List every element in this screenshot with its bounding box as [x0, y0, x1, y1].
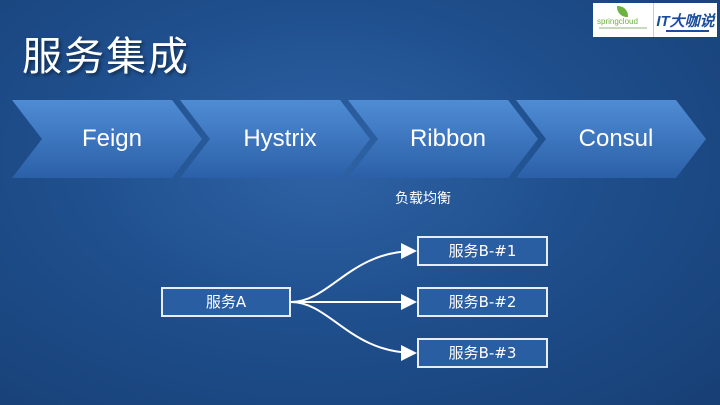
service-a-box: 服务A: [161, 287, 291, 317]
service-b-instance-3-box: 服务B-#3: [417, 338, 548, 368]
springcloud-logo-text: springcloud: [597, 17, 638, 26]
chevron-ribbon: [348, 100, 538, 178]
chevron-hystrix: [180, 100, 370, 178]
chevron-consul: [516, 100, 706, 178]
spring-leaf-icon: [617, 6, 628, 17]
load-balancing-note: 负载均衡: [395, 191, 451, 207]
arrow-to-b1: [290, 243, 417, 303]
service-b-instance-2-box: 服务B-#2: [417, 287, 548, 317]
springcloud-logo: springcloud: [593, 3, 654, 37]
step-label-ribbon: Ribbon: [409, 125, 487, 152]
step-label-feign: Feign: [81, 125, 143, 152]
it-daka-logo: IT大咖说: [654, 3, 717, 37]
chevron-feign: [12, 100, 202, 178]
service-b-instance-1-box: 服务B-#1: [417, 236, 548, 266]
process-chevrons: [12, 100, 706, 178]
it-logo-text: IT大咖说: [656, 12, 715, 30]
slide-title: 服务集成: [22, 34, 190, 80]
step-label-hystrix: Hystrix: [243, 125, 317, 152]
logo-bar: springcloud IT大咖说: [593, 3, 717, 37]
step-label-consul: Consul: [578, 125, 654, 152]
arrow-to-b3: [290, 301, 417, 361]
